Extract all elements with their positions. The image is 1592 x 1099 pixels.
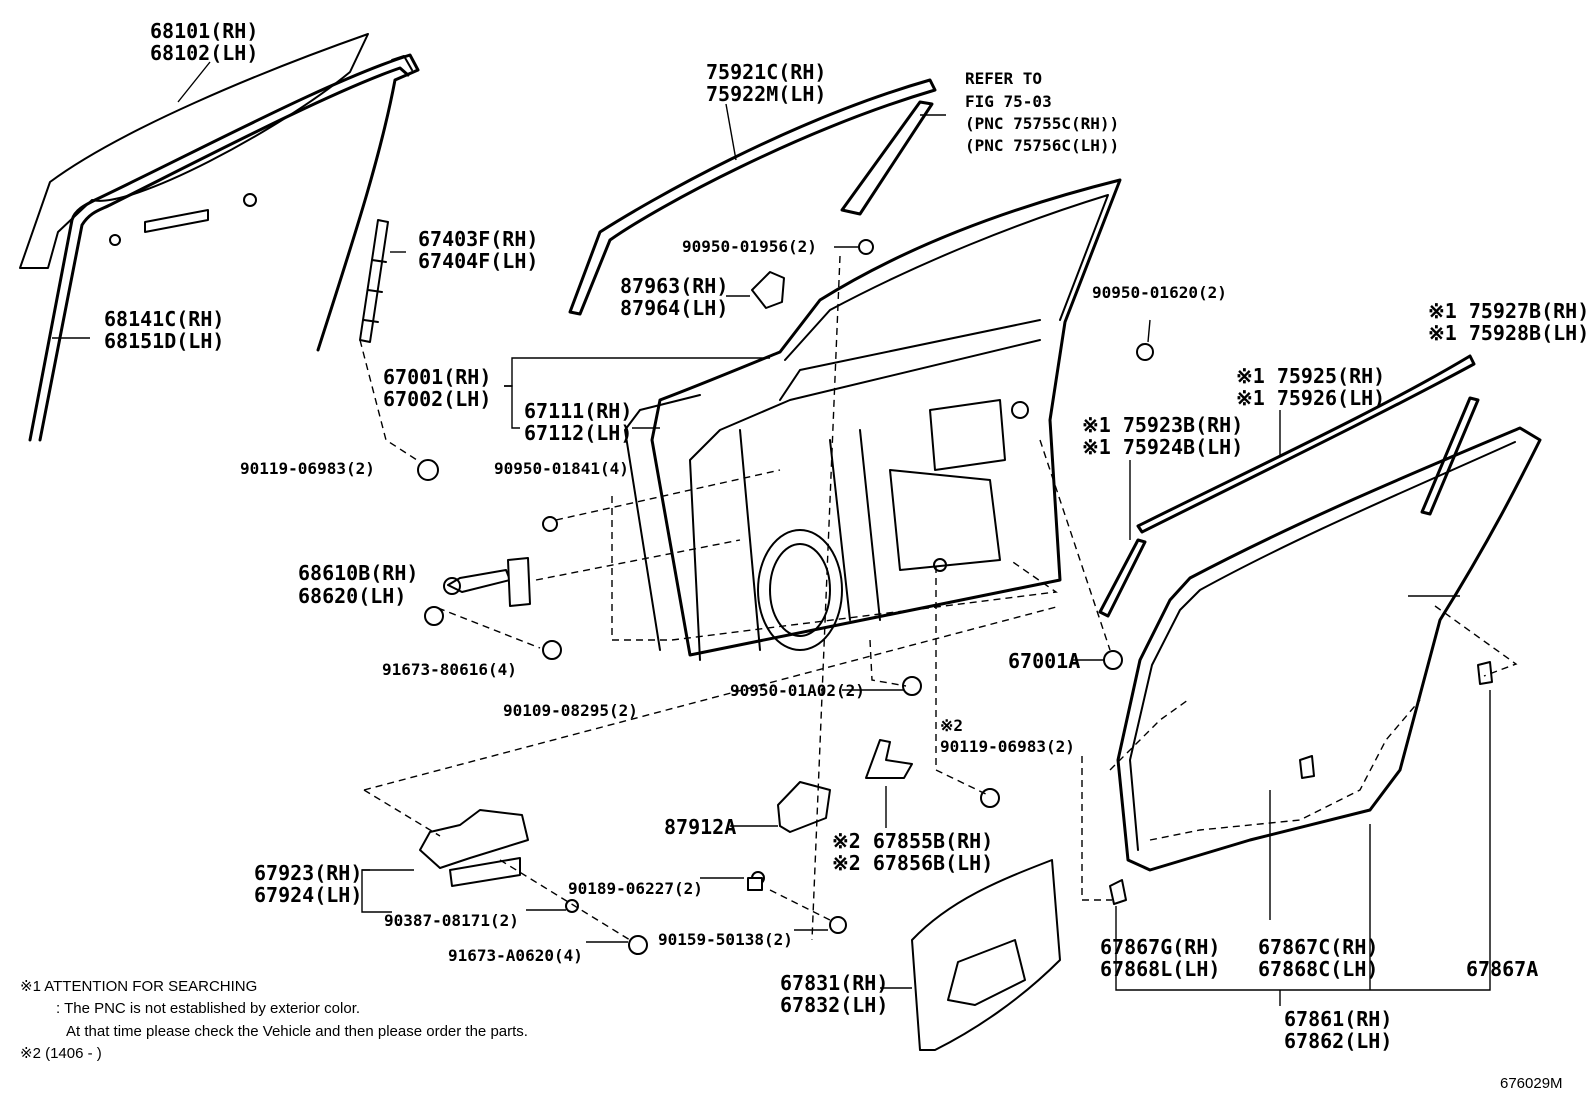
label-90950-01956: 90950-01956(2) <box>682 237 817 256</box>
label-refer-pnc-lh: (PNC 75756C(LH)) <box>965 136 1119 155</box>
label-67832-lh: 67832(LH) <box>780 993 888 1017</box>
inside-handle-bezel <box>777 781 831 833</box>
clip-90189-06227 <box>747 877 763 891</box>
front-door-panel <box>624 178 1122 661</box>
label-90159-50138: 90159-50138(2) <box>658 930 793 949</box>
label-75922m-lh: 75922M(LH) <box>706 82 826 106</box>
label-67868c-lh: 67868C(LH) <box>1258 957 1378 981</box>
note1-line2: At that time please check the Vehicle an… <box>66 1023 528 1040</box>
label-90950-01620: 90950-01620(2) <box>1092 283 1227 302</box>
label-68101-rh: 68101(RH) <box>150 19 258 43</box>
label-90119-06983-lower: 90119-06983(2) <box>940 737 1075 756</box>
label-87963-rh: 87963(RH) <box>620 274 728 298</box>
label-refer-fig: FIG 75-03 <box>965 92 1052 111</box>
label-68141c-rh: 68141C(RH) <box>104 307 224 331</box>
door-pillar-garnish <box>840 100 934 216</box>
door-weatherstrip <box>1116 426 1542 872</box>
label-67002-lh: 67002(LH) <box>383 387 491 411</box>
label-75925-rh: ※1 75925(RH) <box>1236 364 1385 388</box>
mirror-base-cover <box>751 271 785 309</box>
belt-moulding-outer <box>568 78 937 316</box>
note2: ※2 (1406 - ) <box>20 1045 102 1062</box>
door-check <box>443 557 531 607</box>
label-68102-lh: 68102(LH) <box>150 41 258 65</box>
label-90119-06983-upper: 90119-06983(2) <box>240 459 375 478</box>
label-67403f-rh: 67403F(RH) <box>418 227 538 251</box>
note1-line1: : The PNC is not established by exterior… <box>56 1000 360 1017</box>
label-refer-pnc-rh: (PNC 75755C(RH)) <box>965 114 1119 133</box>
label-67001-rh: 67001(RH) <box>383 365 491 389</box>
label-67001a: 67001A <box>1008 649 1080 673</box>
label-75924b-lh: ※1 75924B(LH) <box>1082 435 1243 459</box>
label-91673-80616: 91673-80616(4) <box>382 660 517 679</box>
label-67861-rh: 67861(RH) <box>1284 1007 1392 1031</box>
label-91673-a0620: 91673-A0620(4) <box>448 946 583 965</box>
diagram-id: 676029M <box>1500 1075 1563 1092</box>
label-68620-lh: 68620(LH) <box>298 584 406 608</box>
label-87964-lh: 87964(LH) <box>620 296 728 320</box>
notes-block: ※1 ATTENTION FOR SEARCHING : The PNC is … <box>20 978 528 1062</box>
label-67867a: 67867A <box>1466 957 1538 981</box>
label-67862-lh: 67862(LH) <box>1284 1029 1392 1053</box>
label-75923b-rh: ※1 75923B(RH) <box>1082 413 1243 437</box>
label-90189-06227: 90189-06227(2) <box>568 879 703 898</box>
door-service-hole-cover <box>911 859 1061 1051</box>
label-75926-lh: ※1 75926(LH) <box>1236 386 1385 410</box>
leader-lines <box>52 61 1491 1006</box>
label-75921c-rh: 75921C(RH) <box>706 60 826 84</box>
label-67856b-lh: ※2 67856B(LH) <box>832 851 993 875</box>
part-labels: 68101(RH) 68102(LH) 75921C(RH) 75922M(LH… <box>104 19 1589 1053</box>
label-67112-lh: 67112(LH) <box>524 421 632 445</box>
label-67831-rh: 67831(RH) <box>780 971 888 995</box>
label-68610b-rh: 68610B(RH) <box>298 561 418 585</box>
label-90950-01a02: 90950-01A02(2) <box>730 681 865 700</box>
label-75927b-rh: ※1 75927B(RH) <box>1428 299 1589 323</box>
door-mouldings <box>1098 354 1480 618</box>
label-90950-01841: 90950-01841(4) <box>494 459 629 478</box>
label-67923-rh: 67923(RH) <box>254 861 362 885</box>
label-87912a: 87912A <box>664 815 736 839</box>
label-refer-to: REFER TO <box>965 69 1042 88</box>
assembly-dashed-lines <box>359 255 1518 941</box>
label-67404f-lh: 67404F(LH) <box>418 249 538 273</box>
note1-title: ※1 ATTENTION FOR SEARCHING <box>20 978 257 995</box>
label-90109-08295: 90109-08295(2) <box>503 701 638 720</box>
armrest-bracket <box>865 739 913 779</box>
weatherstrip-clips <box>1109 661 1493 905</box>
label-67868l-lh: 67868L(LH) <box>1100 957 1220 981</box>
label-75928b-lh: ※1 75928B(LH) <box>1428 321 1589 345</box>
label-67867g-rh: 67867G(RH) <box>1100 935 1220 959</box>
label-68151d-lh: 68151D(LH) <box>104 329 224 353</box>
clip-90950-01956 <box>858 239 874 255</box>
label-90387-08171: 90387-08171(2) <box>384 911 519 930</box>
division-bar <box>359 219 389 343</box>
fasteners <box>417 343 1154 955</box>
label-67855b-rh: ※2 67855B(RH) <box>832 829 993 853</box>
label-67924-lh: 67924(LH) <box>254 883 362 907</box>
label-note2-marker: ※2 <box>940 716 963 735</box>
label-67867c-rh: 67867C(RH) <box>1258 935 1378 959</box>
glass-run-channel <box>28 53 420 442</box>
label-67111-rh: 67111(RH) <box>524 399 632 423</box>
door-armrest <box>419 809 529 887</box>
